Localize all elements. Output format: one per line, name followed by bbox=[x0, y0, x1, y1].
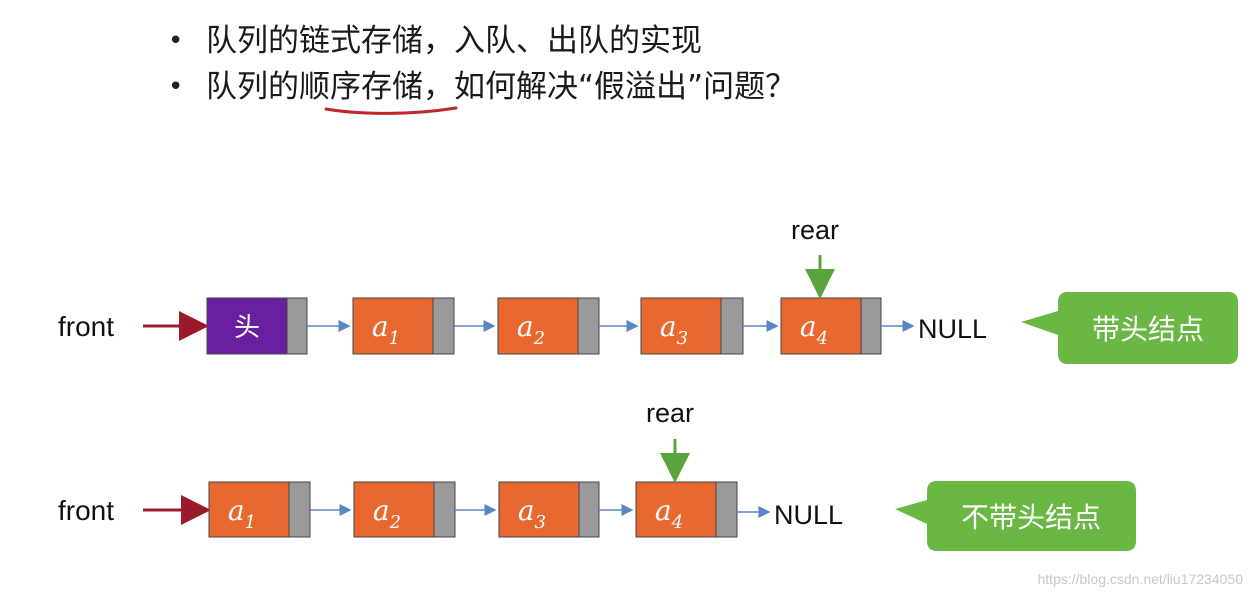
rear-label: rear bbox=[791, 215, 839, 245]
node-a2: a2 bbox=[497, 297, 600, 355]
node-a4: a4 bbox=[780, 297, 882, 355]
null-label: NULL bbox=[918, 314, 987, 344]
node-a3: a3 bbox=[498, 481, 600, 538]
bullet-item-sequential-storage: 队列的顺序存储，如何解决“假溢出”问题？ bbox=[168, 64, 796, 110]
node-a1: a1 bbox=[352, 297, 455, 355]
front-label: front bbox=[58, 311, 114, 342]
rear-label: rear bbox=[646, 398, 694, 428]
front-label: front bbox=[58, 495, 114, 526]
svg-text:a3: a3 bbox=[660, 310, 688, 349]
node-a4-base: a bbox=[800, 310, 817, 343]
null-label: NULL bbox=[774, 500, 843, 530]
callout-without-head: 不带头结点 bbox=[895, 481, 1136, 551]
node-a2-base: a bbox=[373, 494, 390, 527]
head-node-label: 头 bbox=[234, 313, 260, 343]
node-a1-sub: 1 bbox=[389, 328, 400, 349]
svg-text:a1: a1 bbox=[372, 310, 400, 349]
node-a3-sub: 3 bbox=[535, 512, 546, 533]
with-head-chain: front 头 a1 a2 a3 a4 bbox=[58, 215, 1238, 364]
node-a3-base: a bbox=[518, 494, 535, 527]
node-a1-base: a bbox=[228, 494, 245, 527]
callout-with-head: 带头结点 bbox=[1021, 292, 1238, 364]
callout-without-head-text: 不带头结点 bbox=[961, 501, 1101, 534]
bullet-list: 队列的链式存储，入队、出队的实现 队列的顺序存储，如何解决“假溢出”问题？ bbox=[168, 18, 796, 110]
node-a4-base: a bbox=[655, 494, 672, 527]
node-a1: a1 bbox=[208, 481, 311, 538]
node-a4: a4 bbox=[635, 481, 738, 538]
svg-text:a1: a1 bbox=[228, 494, 256, 533]
bullet-item-linked-storage: 队列的链式存储，入队、出队的实现 bbox=[168, 18, 796, 64]
svg-text:a3: a3 bbox=[518, 494, 546, 533]
head-node: 头 bbox=[206, 297, 308, 355]
svg-text:a2: a2 bbox=[517, 310, 545, 349]
node-a3-sub: 3 bbox=[677, 328, 688, 349]
node-a2-sub: 2 bbox=[533, 328, 545, 349]
node-a2-sub: 2 bbox=[389, 512, 401, 533]
node-a2-base: a bbox=[517, 310, 534, 343]
node-a3-base: a bbox=[660, 310, 677, 343]
node-a4-sub: 4 bbox=[671, 512, 683, 533]
svg-text:a2: a2 bbox=[373, 494, 401, 533]
node-a1-sub: 1 bbox=[245, 512, 256, 533]
svg-text:a4: a4 bbox=[800, 310, 828, 349]
without-head-chain: front a1 a2 a3 a4 rear NULL bbox=[58, 398, 1136, 551]
callout-with-head-text: 带头结点 bbox=[1092, 313, 1204, 346]
node-a4-sub: 4 bbox=[816, 328, 828, 349]
node-a1-base: a bbox=[372, 310, 389, 343]
svg-text:a4: a4 bbox=[655, 494, 683, 533]
watermark: https://blog.csdn.net/liu17234050 bbox=[1037, 571, 1244, 587]
node-a2: a2 bbox=[353, 481, 456, 538]
node-a3: a3 bbox=[640, 297, 744, 355]
handwritten-underline bbox=[324, 106, 458, 115]
